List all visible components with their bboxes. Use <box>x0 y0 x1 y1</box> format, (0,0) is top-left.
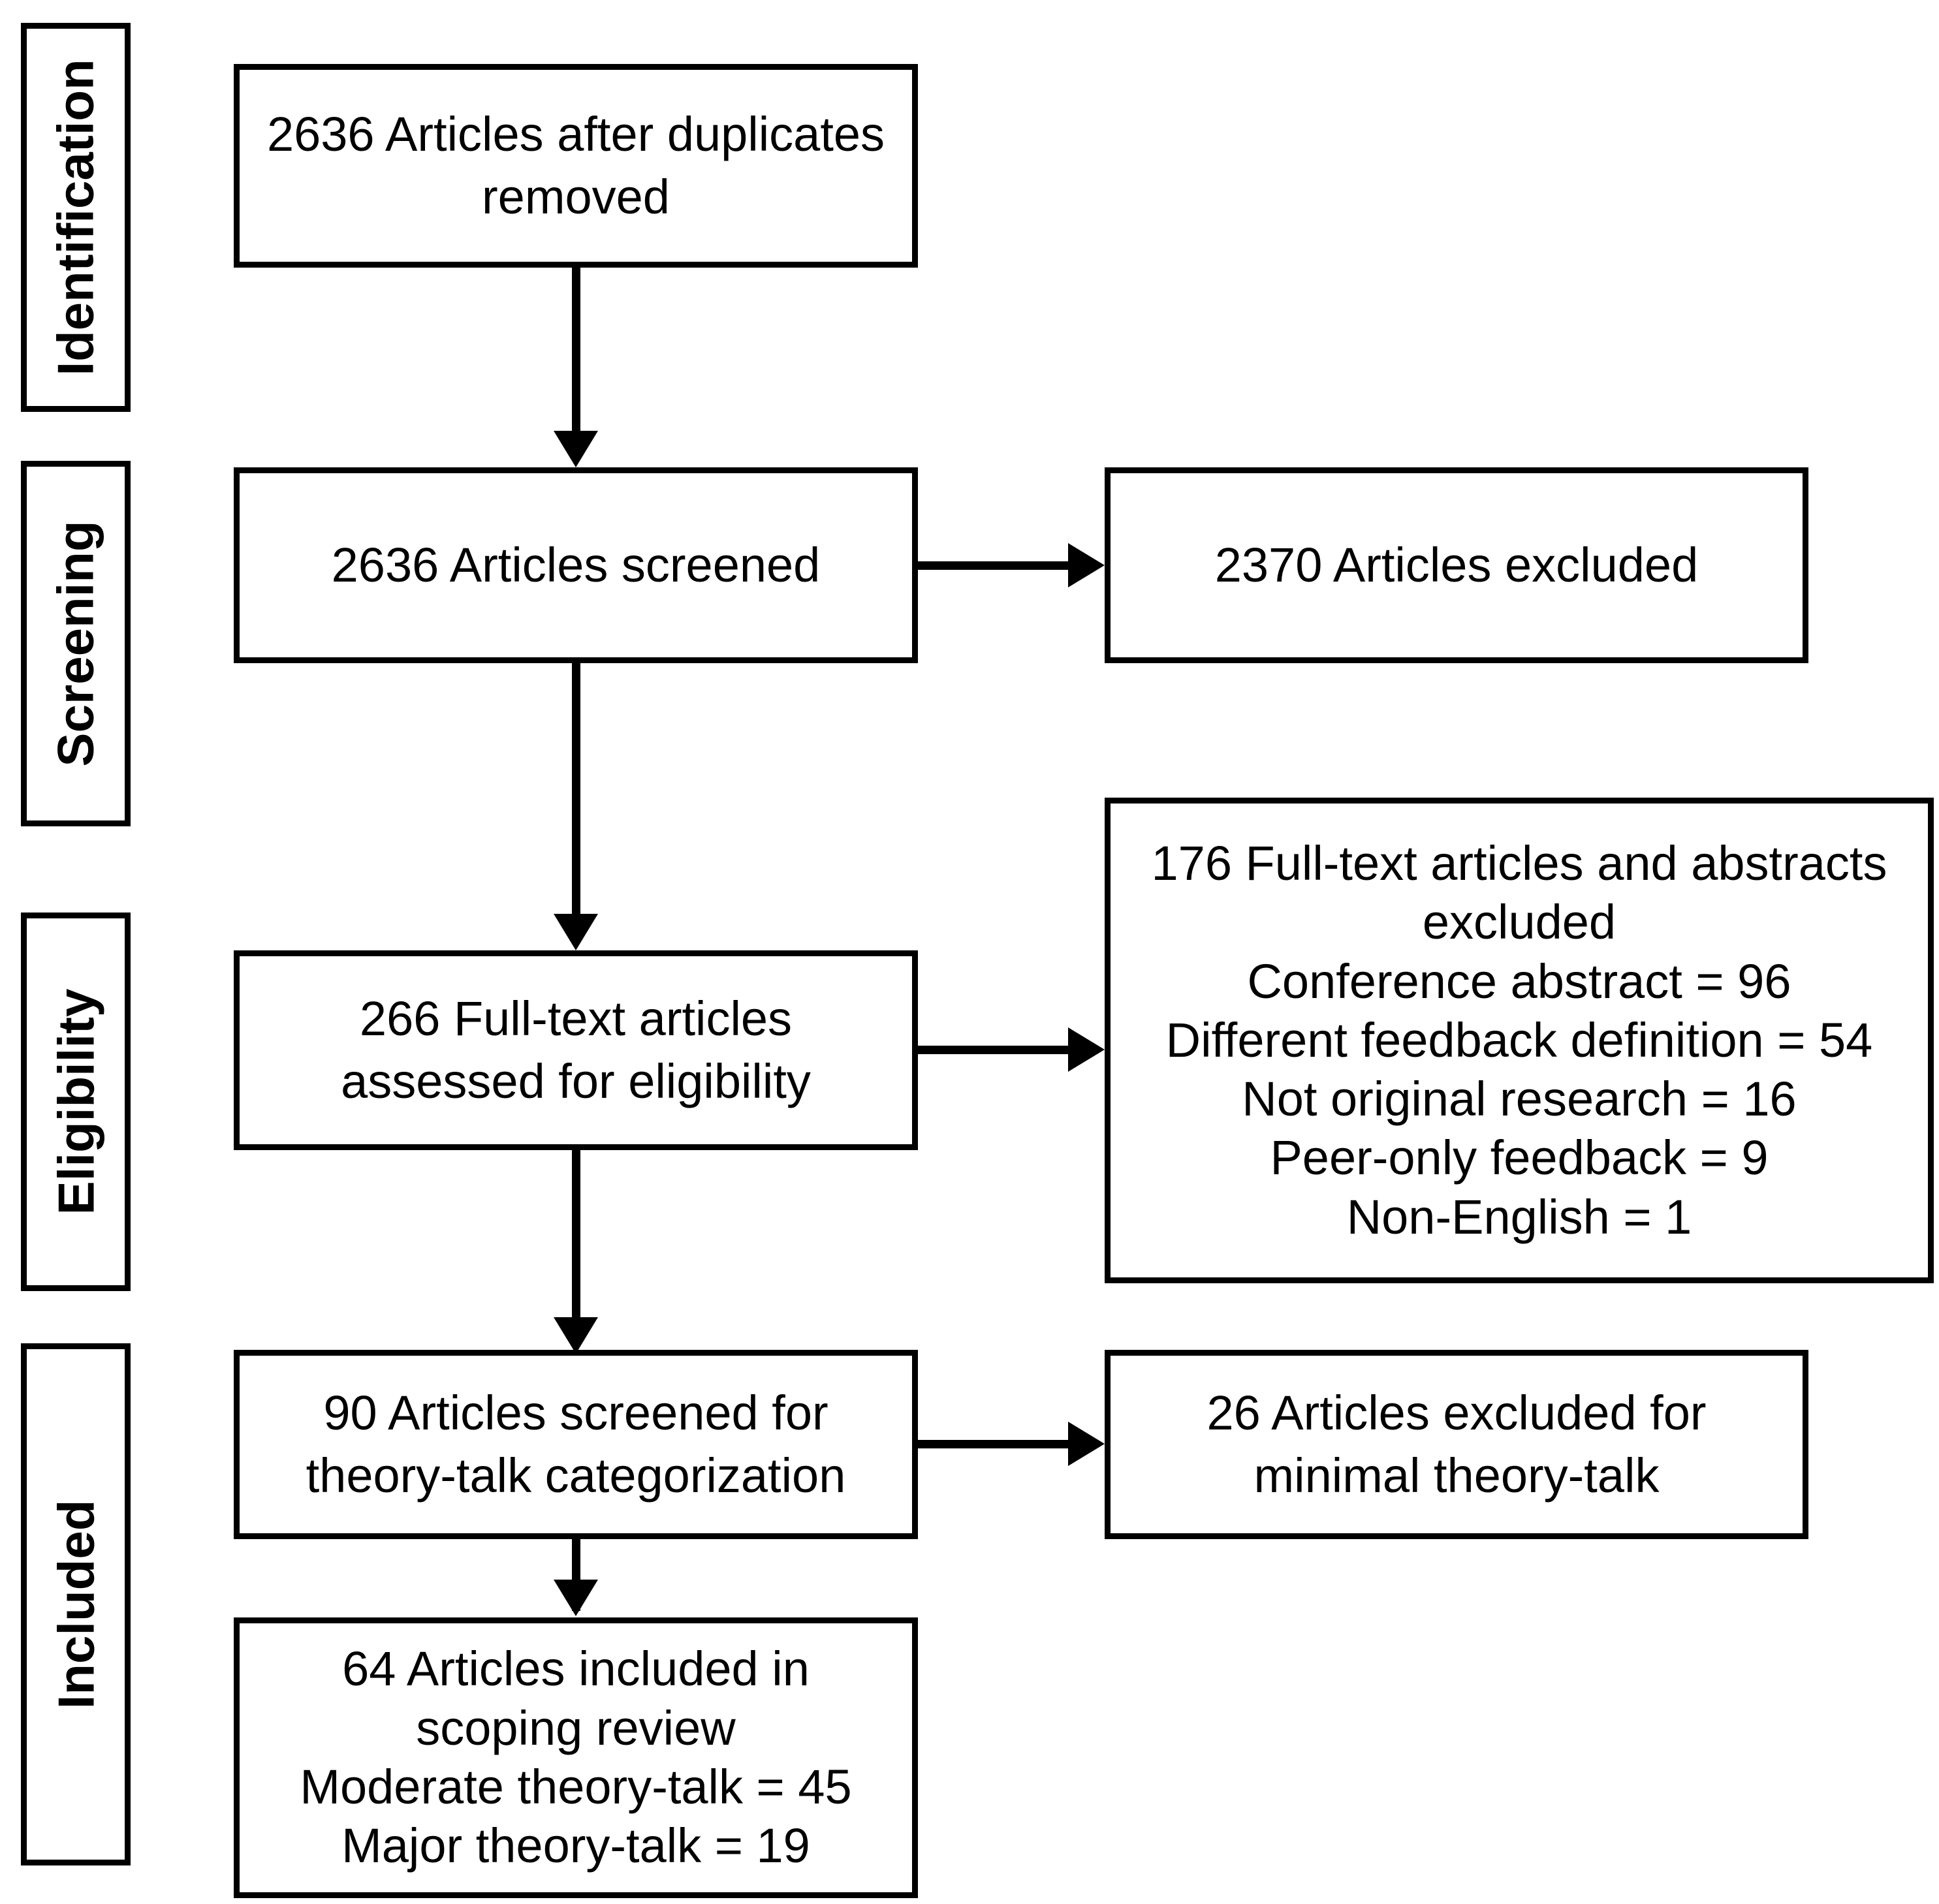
connector-line-screened-to-fulltext <box>572 663 580 919</box>
box-records-screened-text: 2636 Articles screened <box>331 537 821 592</box>
box-theorytalk-excluded: 26 Articles excluded for minimal theory-… <box>1105 1350 1808 1539</box>
arrow-down-duplicates-to-screened <box>554 431 598 467</box>
arrow-down-theorytalk-to-included <box>554 1580 598 1616</box>
connector-line-screened-to-excluded <box>918 561 1072 570</box>
box-records-excluded-text: 2370 Articles excluded <box>1214 537 1699 592</box>
box-fulltext-assessed: 266 Full-text articles assessed for elig… <box>234 950 918 1150</box>
box-records-screened: 2636 Articles screened <box>234 467 918 663</box>
arrow-right-theorytalk-to-excluded <box>1068 1422 1105 1466</box>
stage-label-included-text: Included <box>47 1499 104 1709</box>
arrow-down-screened-to-fulltext <box>554 914 598 950</box>
box-theorytalk-screened: 90 Articles screened for theory-talk cat… <box>234 1350 918 1539</box>
box-included-final: 64 Articles included in scoping review M… <box>234 1617 918 1898</box>
stage-label-screening: Screening <box>21 461 131 826</box>
connector-line-fulltext-to-excluded <box>918 1046 1072 1054</box>
stage-label-eligibility: Eligibility <box>21 913 131 1291</box>
box-theorytalk-excluded-text: 26 Articles excluded for minimal theory-… <box>1206 1385 1707 1503</box>
connector-line-fulltext-to-theorytalk <box>572 1150 580 1322</box>
stage-label-screening-text: Screening <box>47 520 105 767</box>
box-theorytalk-screened-text: 90 Articles screened for theory-talk cat… <box>306 1385 846 1503</box>
stage-label-included: Included <box>21 1343 131 1865</box>
box-records-after-duplicates: 2636 Articles after duplicates removed <box>234 64 918 268</box>
box-records-after-duplicates-text: 2636 Articles after duplicates removed <box>266 106 885 224</box>
box-fulltext-excluded: 176 Full-text articles and abstracts exc… <box>1105 798 1934 1283</box>
box-records-excluded: 2370 Articles excluded <box>1105 467 1808 663</box>
arrow-down-fulltext-to-theorytalk <box>554 1317 598 1354</box>
box-included-final-text: 64 Articles included in scoping review M… <box>300 1642 852 1873</box>
connector-line-duplicates-to-screened <box>572 268 580 435</box>
arrow-right-screened-to-excluded <box>1068 543 1105 587</box>
connector-line-theorytalk-to-excluded <box>918 1440 1072 1448</box>
stage-label-identification-text: Identification <box>47 59 104 376</box>
stage-label-identification: Identification <box>21 23 131 412</box>
box-fulltext-excluded-text: 176 Full-text articles and abstracts exc… <box>1151 836 1887 1244</box>
stage-label-eligibility-text: Eligibility <box>47 988 105 1215</box>
box-fulltext-assessed-text: 266 Full-text articles assessed for elig… <box>341 991 811 1108</box>
arrow-right-fulltext-to-excluded <box>1068 1027 1105 1072</box>
